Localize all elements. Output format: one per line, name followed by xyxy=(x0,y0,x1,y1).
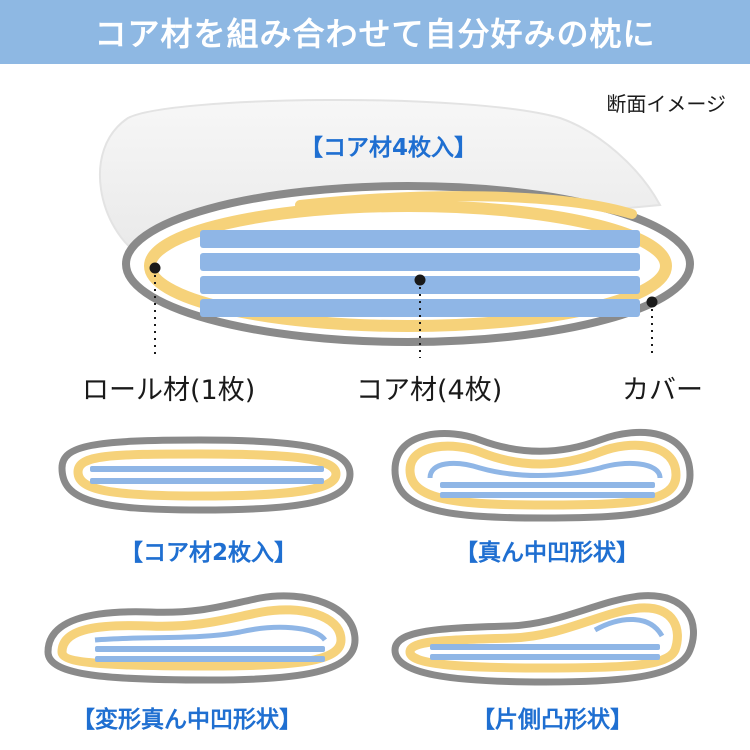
core-label: コア材(4枚) xyxy=(356,375,503,406)
variant-illustration-two-cores xyxy=(58,436,354,514)
roll-marker xyxy=(149,262,161,274)
variant-label-two-cores: 【コア材2枚入】 xyxy=(120,540,298,566)
main-title: 【コア材4枚入】 xyxy=(300,135,478,161)
variant-label-center-concave: 【真ん中凹形状】 xyxy=(455,540,639,566)
cover-label: カバー xyxy=(622,375,703,406)
variant-illustration-center-concave xyxy=(391,428,694,522)
variant-illustration-one-side-convex xyxy=(391,592,697,686)
cover-marker xyxy=(646,296,658,308)
core-marker xyxy=(414,274,426,286)
cross-section-note: 断面イメージ xyxy=(606,92,726,116)
pillow-illustration xyxy=(44,99,697,686)
header-title: コア材を組み合わせて自分好みの枕に xyxy=(94,15,656,53)
variant-illustration-modified-concave xyxy=(44,592,359,684)
roll-label: ロール材(1枚) xyxy=(82,375,256,406)
variant-label-modified-concave: 【変形真ん中凹形状】 xyxy=(72,707,302,733)
header-banner: コア材を組み合わせて自分好みの枕に xyxy=(0,0,750,64)
variant-label-one-side-convex: 【片側凸形状】 xyxy=(472,707,633,733)
